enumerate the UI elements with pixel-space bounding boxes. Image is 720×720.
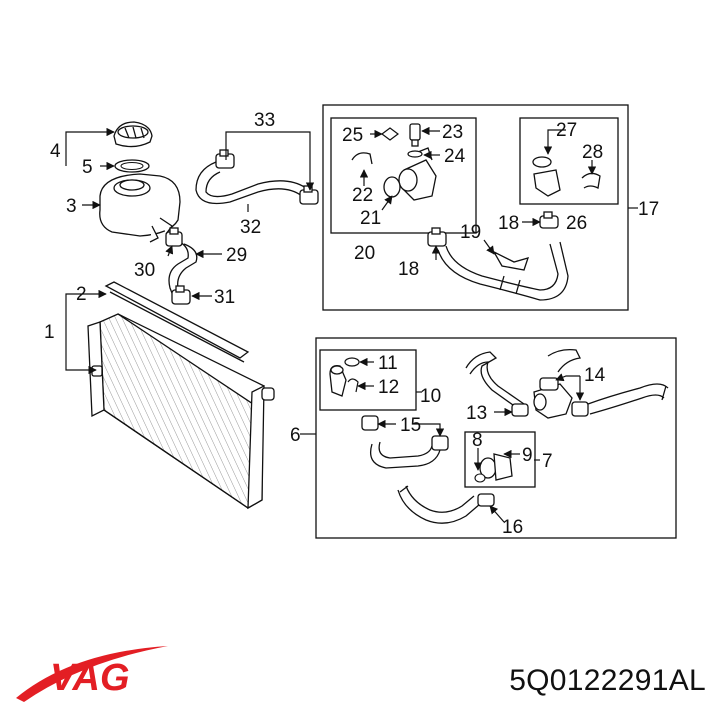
hose-clamp-14-lower xyxy=(571,401,589,417)
group-box-26 xyxy=(519,117,619,205)
hose-15 xyxy=(369,441,441,469)
connector-27 xyxy=(532,156,561,197)
hose-clamp-30 xyxy=(165,227,183,247)
o-ring-22 xyxy=(383,176,401,198)
retaining-clip-22 xyxy=(351,152,373,165)
callout-8: 8 xyxy=(472,430,483,451)
callout-18b: 18 xyxy=(398,259,419,280)
callout-20: 20 xyxy=(354,243,375,264)
callout-11: 11 xyxy=(378,353,398,374)
clip-28 xyxy=(581,172,601,189)
pump-connector-10 xyxy=(329,365,347,397)
callout-17: 17 xyxy=(638,199,659,220)
group-box-20 xyxy=(330,117,477,234)
expansion-tank-cap xyxy=(113,121,153,148)
group-box-10 xyxy=(319,349,417,411)
callout-4: 4 xyxy=(50,141,61,162)
callout-31: 31 xyxy=(214,287,235,308)
vag-logo-swoosh xyxy=(16,646,168,702)
vag-logo: VAG xyxy=(16,646,168,702)
upper-hose-14 xyxy=(547,348,669,415)
hose-clamp-15-right xyxy=(431,435,449,451)
bypass-pipe xyxy=(465,351,525,411)
callout-23: 23 xyxy=(442,122,463,143)
clip-12 xyxy=(347,378,359,393)
callout-30: 30 xyxy=(134,260,155,281)
callout-28: 28 xyxy=(582,142,603,163)
upper-hose-32 xyxy=(195,161,307,205)
hose-clamp-31 xyxy=(171,285,191,305)
callout-25: 25 xyxy=(342,125,363,146)
callout-3: 3 xyxy=(66,196,77,217)
callout-32: 32 xyxy=(240,217,261,238)
o-ring-8 xyxy=(474,473,486,483)
o-ring-24 xyxy=(407,150,423,158)
expansion-tank xyxy=(99,173,181,243)
callout-18a: 18 xyxy=(498,213,519,234)
leader-lines xyxy=(65,126,638,523)
radiator xyxy=(87,313,275,510)
part-number: 5Q0122291AL xyxy=(509,664,706,697)
callout-33: 33 xyxy=(254,110,275,131)
tee-connector xyxy=(533,383,573,419)
callout-13: 13 xyxy=(466,403,487,424)
callout-21: 21 xyxy=(360,208,381,229)
hose-clamp-33-right xyxy=(299,185,319,205)
callout-12: 12 xyxy=(378,377,399,398)
hose-16 xyxy=(397,485,481,524)
callout-10: 10 xyxy=(420,386,441,407)
tank-hose-29 xyxy=(168,239,198,299)
callout-26: 26 xyxy=(566,213,587,234)
callout-14: 14 xyxy=(584,365,606,386)
callout-19: 19 xyxy=(460,222,481,243)
sensor-23 xyxy=(409,123,421,147)
o-ring-11 xyxy=(344,357,360,367)
hose-clamp-14-upper xyxy=(539,377,559,391)
lower-hose-19 xyxy=(437,241,569,301)
callout-1: 1 xyxy=(44,322,55,343)
hose-clamp-16 xyxy=(477,493,495,507)
hose-clamp-33-left xyxy=(215,149,235,169)
hose-clamp-18-upper xyxy=(539,211,559,229)
callout-9: 9 xyxy=(522,445,533,466)
callout-7: 7 xyxy=(542,451,553,472)
hose-clamp-13 xyxy=(511,403,529,417)
hose-clamp-15-left xyxy=(361,415,379,431)
callout-15: 15 xyxy=(400,415,421,436)
hose-clamp-18-lower xyxy=(427,227,447,247)
callout-5: 5 xyxy=(82,157,93,178)
callout-22: 22 xyxy=(352,185,373,206)
clip-25 xyxy=(381,127,399,141)
vag-logo-text: VAG xyxy=(50,657,130,699)
callout-6: 6 xyxy=(290,425,301,446)
callout-labels: 1 2 3 4 5 6 7 8 9 10 11 12 13 14 15 16 1… xyxy=(44,110,659,538)
group-box-6 xyxy=(315,337,677,539)
callout-24: 24 xyxy=(444,146,466,167)
radiator-seal-strip xyxy=(104,281,250,363)
callout-2: 2 xyxy=(76,284,87,305)
callout-16: 16 xyxy=(502,517,523,538)
callout-27: 27 xyxy=(556,120,577,141)
callout-29: 29 xyxy=(226,245,247,266)
